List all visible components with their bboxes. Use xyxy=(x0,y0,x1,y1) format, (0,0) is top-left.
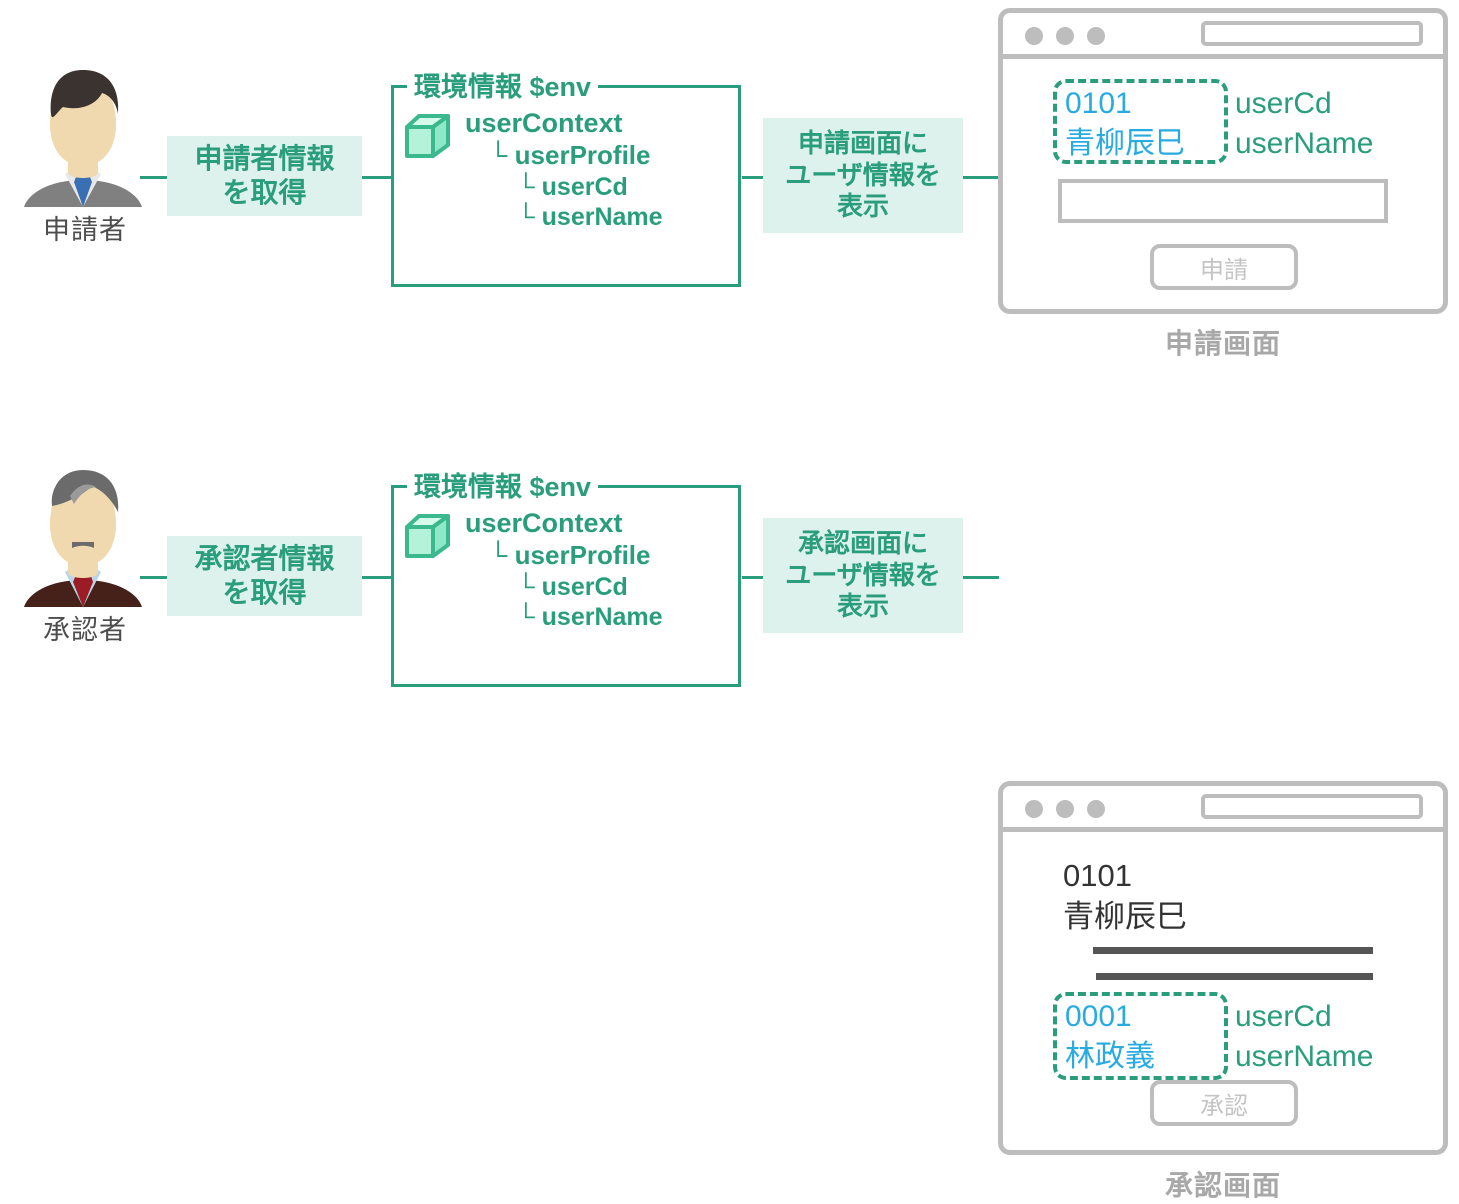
submit-button[interactable]: 申請 xyxy=(1150,244,1298,290)
connector-env-to-step xyxy=(742,176,764,179)
value-usercd: 0001 xyxy=(1065,1000,1132,1033)
browser-chrome xyxy=(1003,786,1443,832)
value-username: 青柳辰巳 xyxy=(1065,126,1185,160)
env-legend: 環境情報 $env xyxy=(407,465,599,504)
persona-approver: 承認者 xyxy=(10,462,160,652)
window-dot-icon xyxy=(1025,800,1043,818)
persona-label: 承認者 xyxy=(43,615,127,645)
cube-icon xyxy=(403,511,455,561)
browser-window-apply: 0101 青柳辰巳 userCd userName 申請 xyxy=(998,8,1448,314)
connector-step-to-screen xyxy=(963,176,999,179)
label-username: userName xyxy=(1235,126,1374,160)
browser-window-approve: 0101 青柳辰巳 0001 林政義 userCd userName 承認 xyxy=(998,781,1448,1155)
value-username: 林政義 xyxy=(1065,1039,1155,1073)
label-username: userName xyxy=(1235,1039,1374,1073)
text-input[interactable] xyxy=(1058,179,1388,223)
step-label-get-applicant: 申請者情報 を取得 xyxy=(167,136,362,216)
url-bar[interactable] xyxy=(1201,21,1423,46)
label-usercd: userCd xyxy=(1235,1000,1332,1033)
highlight-values: 0001 林政義 xyxy=(1065,997,1155,1077)
flow-row-approver: 承認者 承認者情報 を取得 環境情報 $env userContext └ us… xyxy=(0,400,1459,1201)
step-label-get-approver: 承認者情報 を取得 xyxy=(167,536,362,616)
env-legend: 環境情報 $env xyxy=(407,65,599,104)
step-label-show-applicant: 申請画面に ユーザ情報を 表示 xyxy=(763,118,963,233)
tree-node: └ userName xyxy=(517,603,663,632)
env-box-approver: 環境情報 $env userContext └ userProfile └ us… xyxy=(391,465,741,687)
connector-env-to-step xyxy=(742,576,764,579)
flow-row-applicant: 申請者 申請者情報 を取得 環境情報 $env userContext └ us… xyxy=(0,0,1459,408)
connector-step-to-screen xyxy=(963,576,999,579)
tree-node: userContext xyxy=(465,508,623,538)
value-usercd: 0101 xyxy=(1065,87,1132,120)
tree-node: └ userProfile xyxy=(489,539,651,570)
screen-caption-apply: 申請画面 xyxy=(1164,328,1281,359)
tree-node: └ userCd xyxy=(517,572,628,601)
label-usercd: userCd xyxy=(1235,87,1332,120)
env-tree: userContext └ userProfile └ userCd └ use… xyxy=(465,507,663,633)
env-tree: userContext └ userProfile └ userCd └ use… xyxy=(465,107,663,233)
cube-icon xyxy=(403,111,455,161)
browser-chrome xyxy=(1003,13,1443,59)
connector-step-to-env xyxy=(362,176,392,179)
field-labels: userCd userName xyxy=(1235,84,1373,164)
window-dot-icon xyxy=(1025,27,1043,45)
connector-step-to-env xyxy=(362,576,392,579)
approver-avatar-icon xyxy=(18,462,148,607)
approve-button[interactable]: 承認 xyxy=(1150,1080,1298,1126)
window-dot-icon xyxy=(1087,800,1105,818)
highlight-box-user xyxy=(1053,79,1228,164)
browser-viewport: 0101 青柳辰巳 userCd userName 申請 xyxy=(1003,64,1443,309)
applicant-avatar-icon xyxy=(18,62,148,207)
connector-persona-to-step xyxy=(140,176,168,179)
persona-applicant: 申請者 xyxy=(10,62,160,252)
step-label-show-approver: 承認画面に ユーザ情報を 表示 xyxy=(763,518,963,633)
value-usercd-static: 0101 xyxy=(1063,858,1132,893)
window-dot-icon xyxy=(1056,800,1074,818)
window-dot-icon xyxy=(1087,27,1105,45)
tree-node: userContext xyxy=(465,108,623,138)
screen-caption-approve: 承認画面 xyxy=(1164,1170,1281,1201)
divider-rule xyxy=(1093,947,1373,954)
tree-node: └ userCd xyxy=(517,172,628,201)
persona-label: 申請者 xyxy=(43,215,127,245)
window-dot-icon xyxy=(1056,27,1074,45)
browser-viewport: 0101 青柳辰巳 0001 林政義 userCd userName 承認 xyxy=(1003,837,1443,1150)
static-values: 0101 青柳辰巳 xyxy=(1063,855,1187,937)
connector-persona-to-step xyxy=(140,576,168,579)
divider-rule xyxy=(1096,973,1373,980)
highlight-values: 0101 青柳辰巳 xyxy=(1065,84,1185,164)
tree-node: └ userName xyxy=(517,203,663,232)
field-labels: userCd userName xyxy=(1235,997,1373,1077)
tree-node: └ userProfile xyxy=(489,139,651,170)
url-bar[interactable] xyxy=(1201,794,1423,819)
env-box-applicant: 環境情報 $env userContext └ userProfile └ us… xyxy=(391,65,741,287)
value-username-static: 青柳辰巳 xyxy=(1063,899,1187,935)
